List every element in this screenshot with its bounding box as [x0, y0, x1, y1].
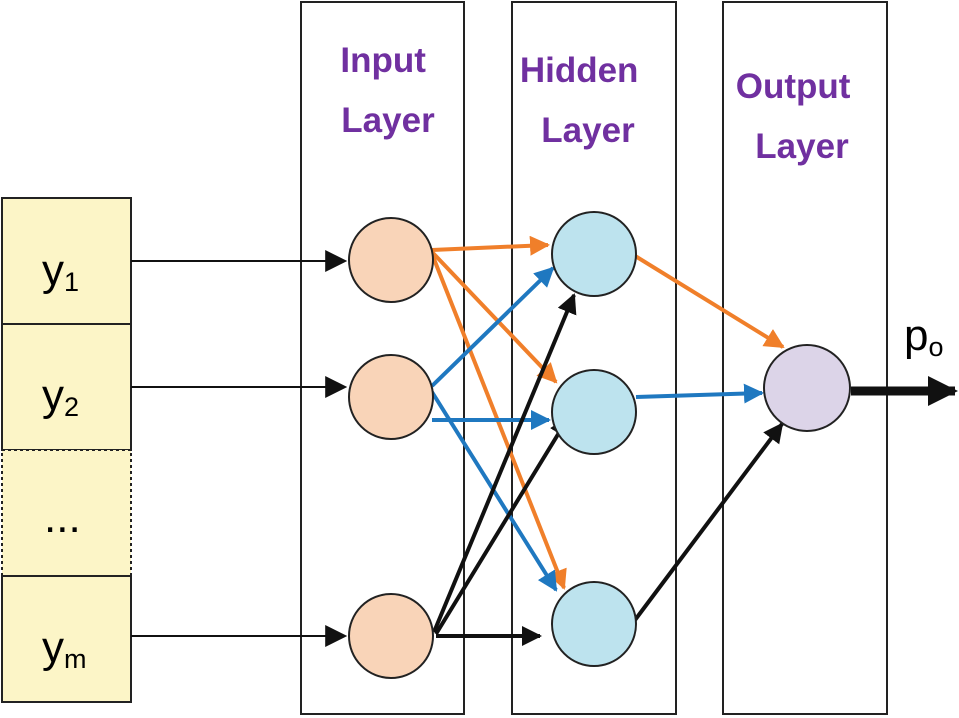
output-node: [763, 344, 851, 432]
edge-inm-h2: [434, 416, 570, 636]
input-layer-title-line1: Input: [340, 41, 426, 80]
input-cell-y1: [1, 197, 132, 325]
output-label: po: [904, 311, 944, 362]
hidden-layer-title-line2: Layer: [541, 111, 635, 150]
output-layer-title: Output Layer: [736, 67, 860, 166]
input-label-ym: ym: [42, 623, 87, 674]
input-layer-box: [300, 1, 465, 715]
input-node-2: [348, 354, 434, 440]
hidden-node-2: [551, 369, 637, 455]
input-label-y1-main: y: [42, 246, 64, 295]
output-label-sub: o: [928, 332, 943, 362]
input-cell-ym: [1, 575, 132, 703]
hidden-layer-title: Hidden Layer: [520, 51, 648, 150]
input-node-m: [348, 593, 434, 679]
input-label-y2-main: y: [42, 371, 64, 420]
edge-in2-h1: [430, 266, 555, 388]
edge-in1-h2: [430, 250, 558, 384]
output-layer-box: [722, 1, 888, 715]
input-label-ym-main: y: [42, 623, 64, 672]
hidden-layer-box: [511, 1, 677, 715]
input-label-y2: y2: [42, 371, 79, 422]
output-layer-title-line1: Output: [736, 67, 851, 106]
input-label-ellipsis-main: ...: [44, 493, 81, 542]
hidden-node-1: [551, 211, 637, 297]
input-label-ym-sub: m: [64, 644, 87, 674]
input-cell-y2: [1, 323, 132, 451]
edge-h1-out: [630, 252, 785, 349]
edge-h3-out: [630, 422, 784, 626]
input-label-y2-sub: 2: [64, 392, 79, 422]
output-label-main: p: [904, 311, 928, 360]
input-layer-title-line2: Layer: [341, 101, 435, 140]
input-label-y1: y1: [42, 246, 79, 297]
edge-in1-h1: [431, 235, 550, 256]
input-cell-ellipsis: [1, 449, 132, 577]
edge-inm-h1: [432, 293, 577, 633]
input-node-1: [348, 217, 434, 303]
input-label-ellipsis: ...: [44, 493, 81, 542]
hidden-node-3: [551, 581, 637, 667]
output-layer-title-line2: Layer: [755, 127, 849, 166]
edge-h2-out: [635, 383, 764, 404]
hidden-layer-title-line1: Hidden: [520, 51, 639, 90]
input-label-y1-sub: 1: [64, 267, 79, 297]
input-layer-title: Input Layer: [340, 41, 435, 140]
